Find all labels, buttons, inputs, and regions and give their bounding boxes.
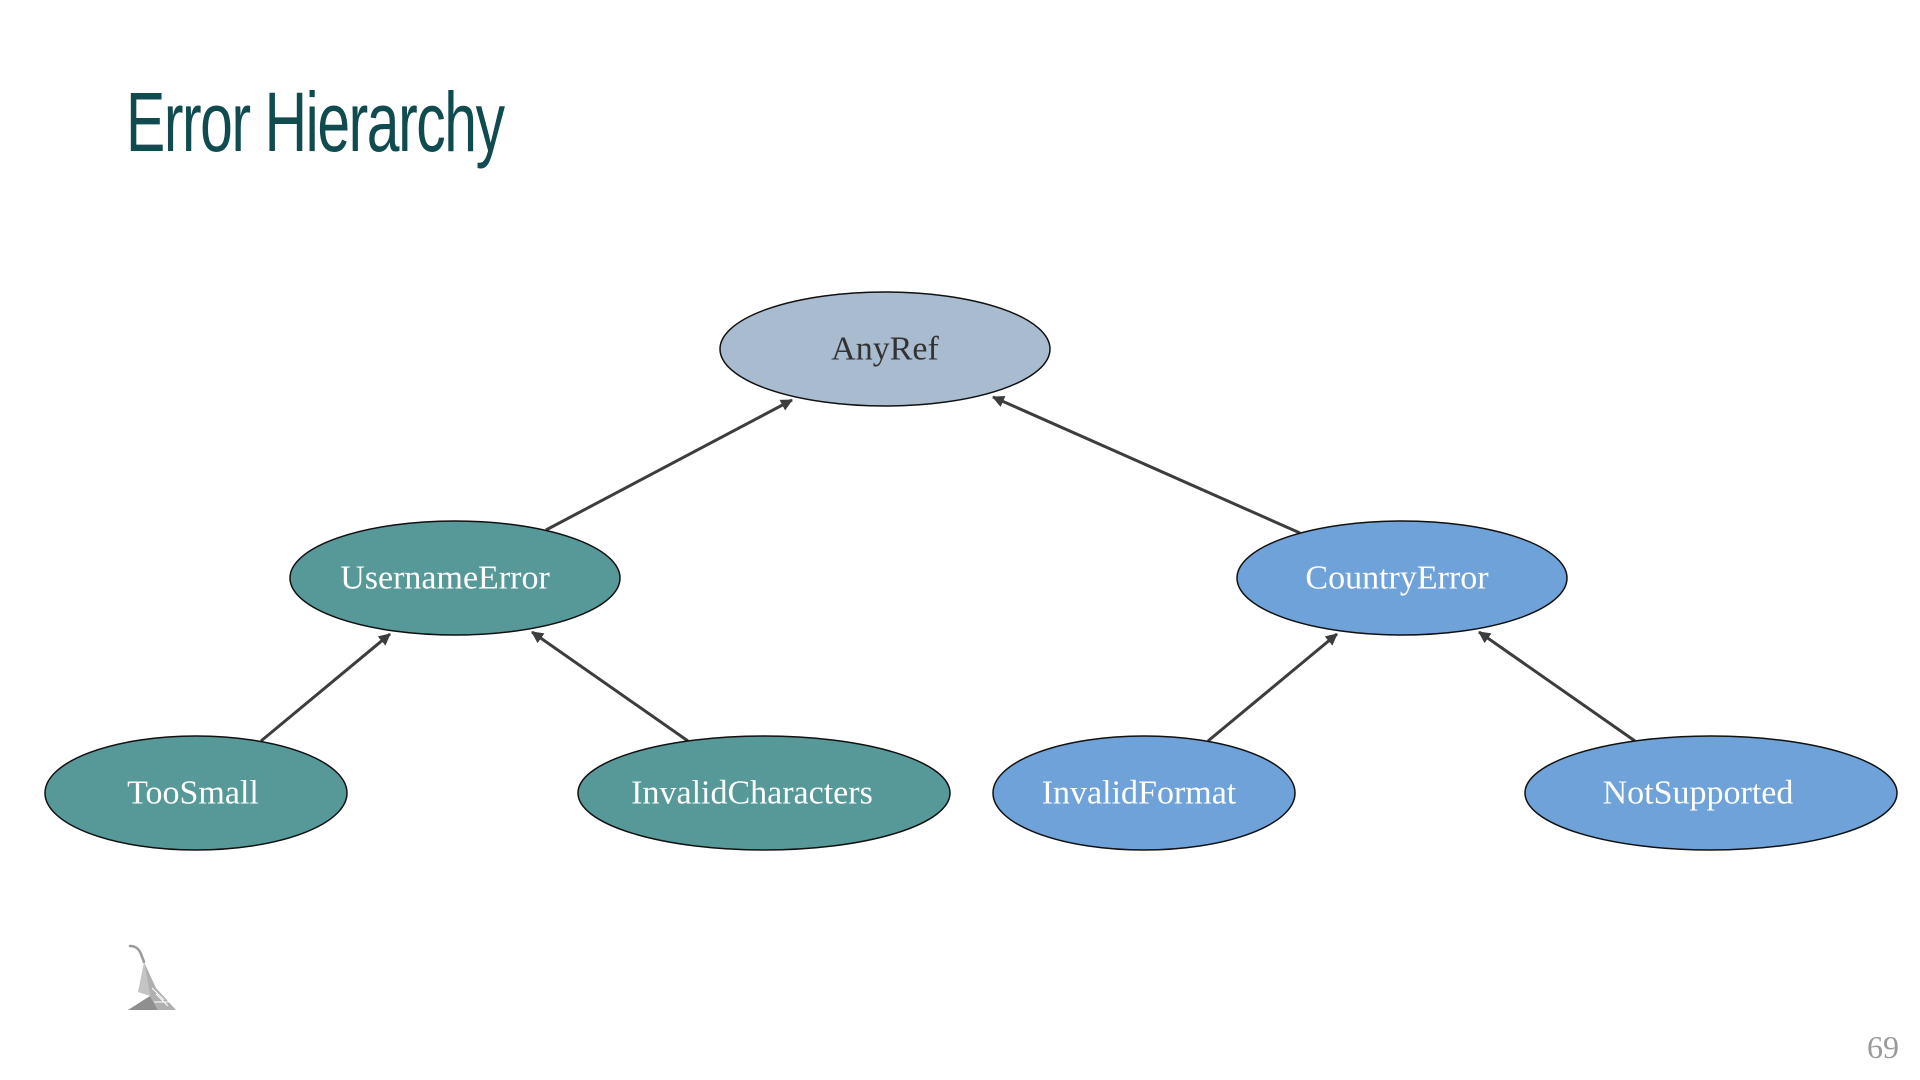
node-anyref-label: AnyRef [831,331,939,368]
slide-title: Error Hierarchy [126,75,505,169]
node-invalidcharacters-shape [577,735,951,851]
node-anyref-shape [719,291,1051,407]
node-notsupported-shape [1524,735,1898,851]
node-countryerror-shape [1236,520,1568,636]
node-countryerror: CountryError [1236,520,1568,636]
node-usernameerror-shape [289,520,621,636]
node-usernameerror: UsernameError [289,520,621,636]
node-toosmall-label: TooSmall [127,775,259,812]
node-notsupported-label: NotSupported [1603,775,1794,812]
edges [260,395,1636,743]
node-toosmall: TooSmall [44,735,348,851]
edge-invalidcharacters-usernameerror [531,630,689,743]
node-invalidformat-label: InvalidFormat [1042,775,1237,812]
edge-toosmall-usernameerror [260,632,391,743]
edge-usernameerror-anyref [545,398,793,532]
node-usernameerror-label: UsernameError [340,560,550,597]
page-number: 69 [1867,1029,1899,1065]
node-countryerror-label: CountryError [1305,560,1489,597]
node-invalidcharacters-label: InvalidCharacters [631,775,873,812]
edge-invalidformat-countryerror [1207,632,1338,743]
node-invalidcharacters: InvalidCharacters [577,735,951,851]
node-anyref: AnyRef [719,291,1051,407]
node-toosmall-shape [44,735,348,851]
lambda-logo-icon [128,944,176,1010]
edge-notsupported-countryerror [1478,630,1636,743]
edge-countryerror-anyref [992,395,1301,535]
node-invalidformat: InvalidFormat [992,735,1296,851]
node-invalidformat-shape [992,735,1296,851]
node-notsupported: NotSupported [1524,735,1898,851]
